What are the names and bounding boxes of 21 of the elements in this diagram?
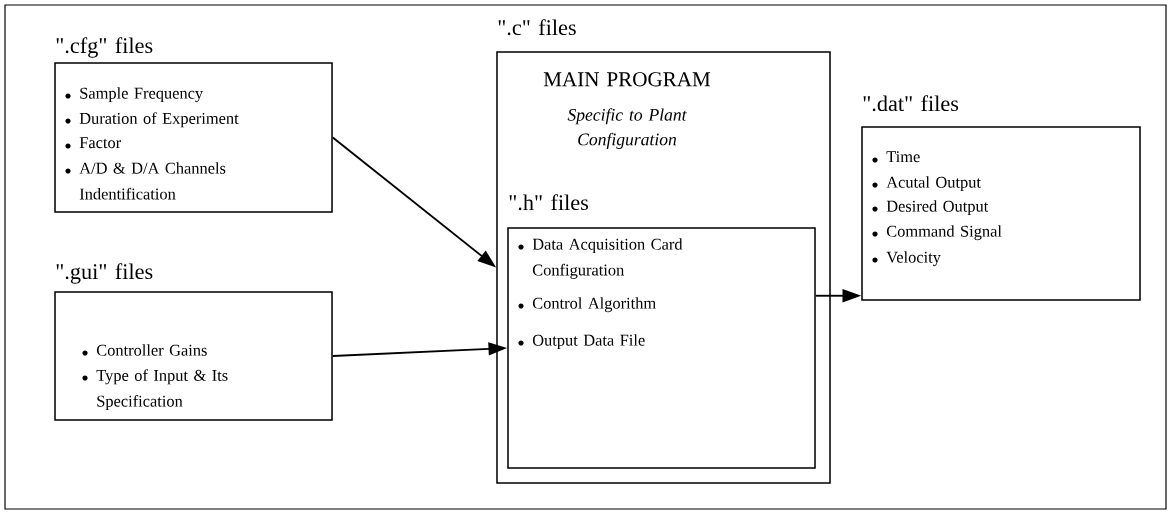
file-heading: ".gui" files	[56, 263, 153, 284]
bullet-item: Duration of Experiment	[65, 112, 239, 128]
bullet-item: Velocity	[872, 251, 941, 267]
bullet-item: Desired Output	[872, 200, 989, 216]
bullet-item: Controller Gains	[82, 344, 207, 356]
file-heading: ".cfg" files	[56, 37, 153, 58]
program-note: Specific to Plant Configuration	[567, 108, 687, 149]
bullet-item: Factor	[65, 137, 121, 149]
file-heading: ".dat" files	[863, 95, 959, 112]
bullet-item: Time	[872, 151, 920, 163]
bullet-item: Sample Frequency	[65, 87, 204, 103]
bullet-item: Type of Input & Its Specification	[82, 369, 228, 411]
program-title: MAIN PROGRAM	[543, 72, 711, 87]
bullet-item: Data Acquisition Card Configuration	[518, 238, 683, 279]
bullet-item: Acutal Output	[872, 176, 981, 192]
file-heading: ".c" files	[498, 19, 576, 36]
file-heading: ".h" files	[509, 194, 589, 211]
bullet-item: A/D & D/A Channels Indentification	[65, 162, 226, 200]
bullet-item: Control Algorithm	[518, 297, 656, 313]
bullet-item: Output Data File	[518, 334, 645, 350]
bullet-item: Command Signal	[872, 225, 1002, 241]
